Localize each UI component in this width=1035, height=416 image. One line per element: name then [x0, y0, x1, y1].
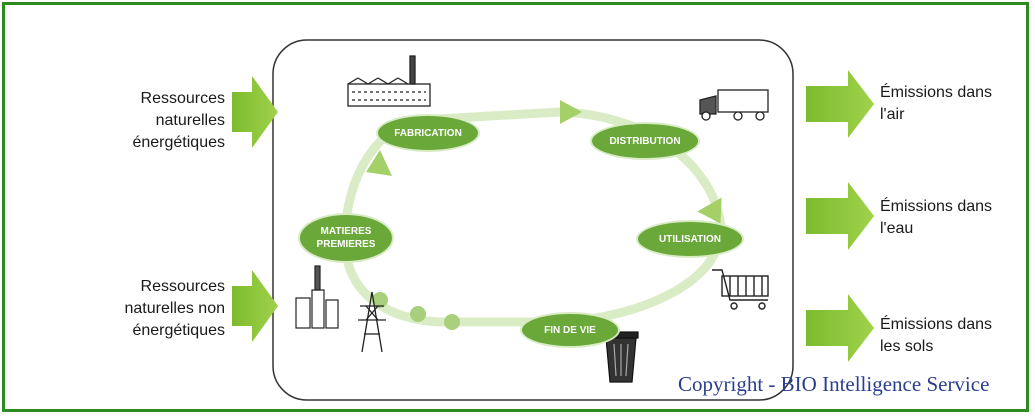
stage-matieres-line-2: PREMIERES: [316, 239, 376, 250]
trail-dot: [410, 306, 426, 322]
stage-fabrication: FABRICATION: [376, 114, 480, 152]
trail-dot: [372, 292, 388, 308]
cycle-arrowhead-2: [697, 197, 722, 224]
output-label-sols: Émissions dans les sols: [880, 316, 993, 355]
pylon-icon: [358, 291, 386, 353]
stage-fin-de-vie: FIN DE VIE: [520, 312, 620, 348]
truck-icon: [699, 89, 769, 121]
input-arrow-bottom: [232, 270, 278, 342]
copyright-text: Copyright - BIO Intelligence Service: [678, 372, 990, 396]
cycle-arrowhead-3: [366, 150, 392, 176]
factory-icon: [347, 55, 431, 107]
stage-utilisation: UTILISATION: [636, 220, 744, 258]
input-label-bottom: Ressources naturelles non énergétiques: [124, 278, 225, 339]
trash-bin-icon: [603, 331, 639, 383]
trail-dot: [444, 314, 460, 330]
input-label-top: Ressources naturelles énergétiques: [132, 90, 225, 151]
output-arrow-air: [806, 70, 874, 138]
stage-distribution: DISTRIBUTION: [590, 122, 700, 160]
stage-matieres-line-1: MATIERES: [320, 226, 372, 237]
input-arrow-top: [232, 76, 278, 148]
cycle-arrowhead-1: [560, 100, 582, 124]
output-arrow-sols: [806, 294, 874, 362]
output-label-eau: Émissions dans l'eau: [880, 198, 993, 237]
refinery-icon: [295, 265, 339, 329]
shopping-cart-icon: [712, 269, 769, 310]
output-label-air: Émissions dans l'air: [880, 84, 993, 123]
stage-matieres-premieres: MATIERES PREMIERES: [298, 213, 394, 263]
output-arrow-eau: [806, 182, 874, 250]
